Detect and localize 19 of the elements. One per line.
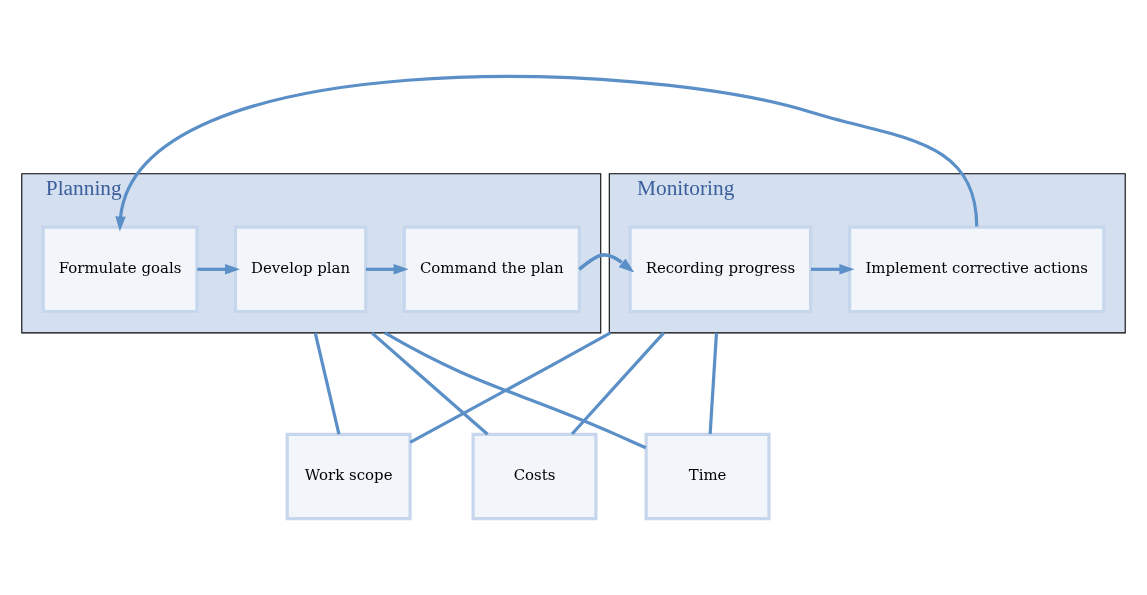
- connector: [409, 331, 612, 444]
- node-box: Time: [644, 432, 771, 521]
- connector: [313, 332, 341, 435]
- arrow: [365, 264, 409, 275]
- node-box: Develop plan: [233, 225, 368, 314]
- node-box: Work scope: [285, 432, 412, 521]
- connector: [708, 332, 719, 435]
- node-box: Implement corrective actions: [848, 225, 1106, 314]
- arrow: [197, 264, 241, 275]
- node-box: Recording progress: [628, 225, 813, 314]
- connector: [384, 331, 647, 450]
- arrow: [811, 264, 855, 275]
- connector: [370, 331, 489, 436]
- arrow: [115, 75, 979, 232]
- node-box: Formulate goals: [41, 225, 199, 314]
- node-box: Costs: [471, 432, 598, 521]
- node-box: Command the plan: [402, 225, 581, 314]
- connector: [570, 331, 665, 436]
- arrow: [578, 253, 634, 273]
